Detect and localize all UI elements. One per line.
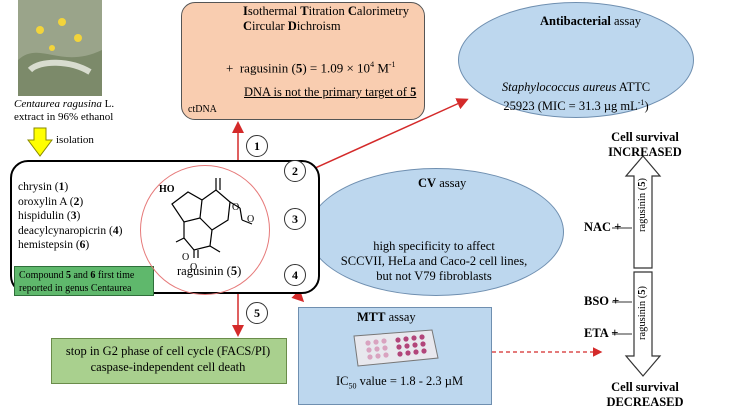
compound-item: oroxylin A (2) [18,195,84,208]
compound-item: chrysin (1) [18,181,69,193]
plant-name: Centaurea ragusina [14,98,102,110]
mol-o1: O [232,202,240,213]
compound-item: hemistepsin (6) [18,239,90,251]
antibacterial-ellipse [458,2,694,118]
mtt-plate-icon [353,329,439,367]
itc-box [181,2,425,120]
arrow-label-down: ragusinin (5) [637,286,648,340]
plant-caption: Centaurea ragusina L. extract in 96% eth… [14,98,114,124]
itc-binding: + ragusinin (5) = 1.09 × 104 M-1 [226,60,396,76]
step-1: 1 [246,135,268,157]
yellow-arrow [27,127,53,157]
plant-authority: L. [101,98,115,110]
cv-ellipse [308,168,564,296]
ctdna-label: ctDNA [188,104,217,115]
mol-ho: HO [159,184,175,195]
mol-o4: O [190,262,198,273]
nac-label: NAC + [584,220,622,234]
step-4: 4 [284,264,306,286]
antibacterial-details: Staphylococcus aureus ATTC 25923 (MIC = … [501,80,651,114]
first-report-note: Compound 5 and 6 first time reported in … [14,266,154,296]
ragusinin-structure [171,178,253,258]
step-3: 3 [284,208,306,230]
mtt-title: MTT assay [357,310,416,324]
compound-list: chrysin (1) oroxylin A (2) hispidulin (3… [18,180,122,253]
bso-label: BSO + [584,294,620,308]
antibacterial-title: Antibacterial assay [540,14,642,28]
plant-extract: extract in 96% ethanol [14,111,114,123]
mol-o2: O [247,214,255,225]
compound-item: hispidulin (3) [18,210,81,222]
cv-title: CV assay [418,176,467,190]
g2-text: stop in G2 phase of cell cycle (FACS/PI)… [65,344,271,374]
survival-double-arrow [624,155,662,377]
mol-o3: O [182,252,190,263]
compound-item: deacylcynaropicrin (4) [18,224,123,237]
step-2: 2 [284,160,306,182]
mtt-ic50: IC50 value = 1.8 - 2.3 µM [336,374,464,391]
step-5: 5 [246,302,268,324]
itc-title: Isothermal Titration Calorimetry Circula… [243,4,409,33]
molecule-circle [140,165,270,295]
itc-conclusion: DNA is not the primary target of 5 [244,85,417,99]
plant-photo [18,0,102,96]
molecule-label: ragusinin (5) [177,264,242,278]
g2-box [51,338,287,384]
eta-label: ETA + [584,326,619,340]
arrow-label-up: ragusinin (5) [637,178,648,232]
isolation-label: isolation [56,134,94,146]
